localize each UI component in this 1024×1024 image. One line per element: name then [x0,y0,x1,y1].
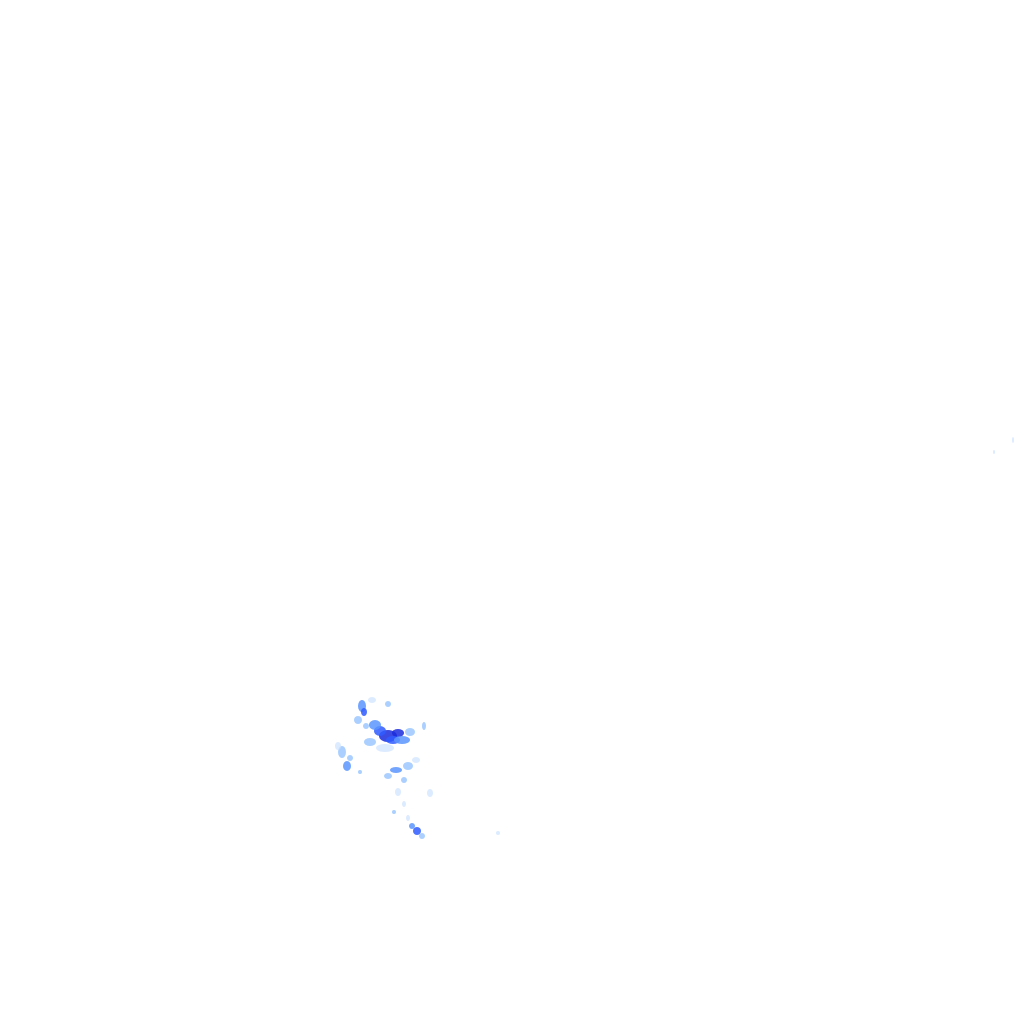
radar-echo-northwest-cluster [354,697,391,729]
echo-blob [394,736,410,744]
echo-blob [376,744,394,752]
echo-blob [405,728,415,736]
echo-blob [496,831,500,835]
radar-echo-west-edge [335,742,362,774]
echo-blob [392,729,404,737]
echo-blob [363,723,369,729]
radar-echo-central-band [384,722,433,807]
echo-blob [993,450,995,454]
radar-echo-main-cell [364,720,415,752]
echo-blob [419,833,425,839]
radar-echo-south-tail [392,810,425,839]
echo-blob [402,801,406,807]
echo-blob [358,770,362,774]
echo-blob [412,757,420,763]
radar-echo-east-speck [496,831,500,835]
echo-blob [364,738,376,746]
echo-blob [338,746,346,758]
echo-blob [401,777,407,783]
echo-blob [406,815,410,821]
echo-blob [427,789,433,797]
radar-echo-far-east-speck [993,437,1014,454]
echo-blob [1012,437,1014,443]
echo-blob [422,722,426,730]
echo-blob [354,716,362,724]
echo-blob [368,697,376,703]
echo-blob [384,773,392,779]
echo-blob [403,762,413,770]
echo-blob [335,742,341,750]
echo-blob [409,823,415,829]
echo-blob [343,761,351,771]
echo-blob [361,708,367,716]
echo-blob [385,701,391,707]
echo-blob [347,755,353,761]
echo-blob [392,810,396,814]
echo-blob [390,767,402,773]
echo-blob [413,827,421,835]
echo-blob [395,788,401,796]
echo-blob [369,720,381,730]
